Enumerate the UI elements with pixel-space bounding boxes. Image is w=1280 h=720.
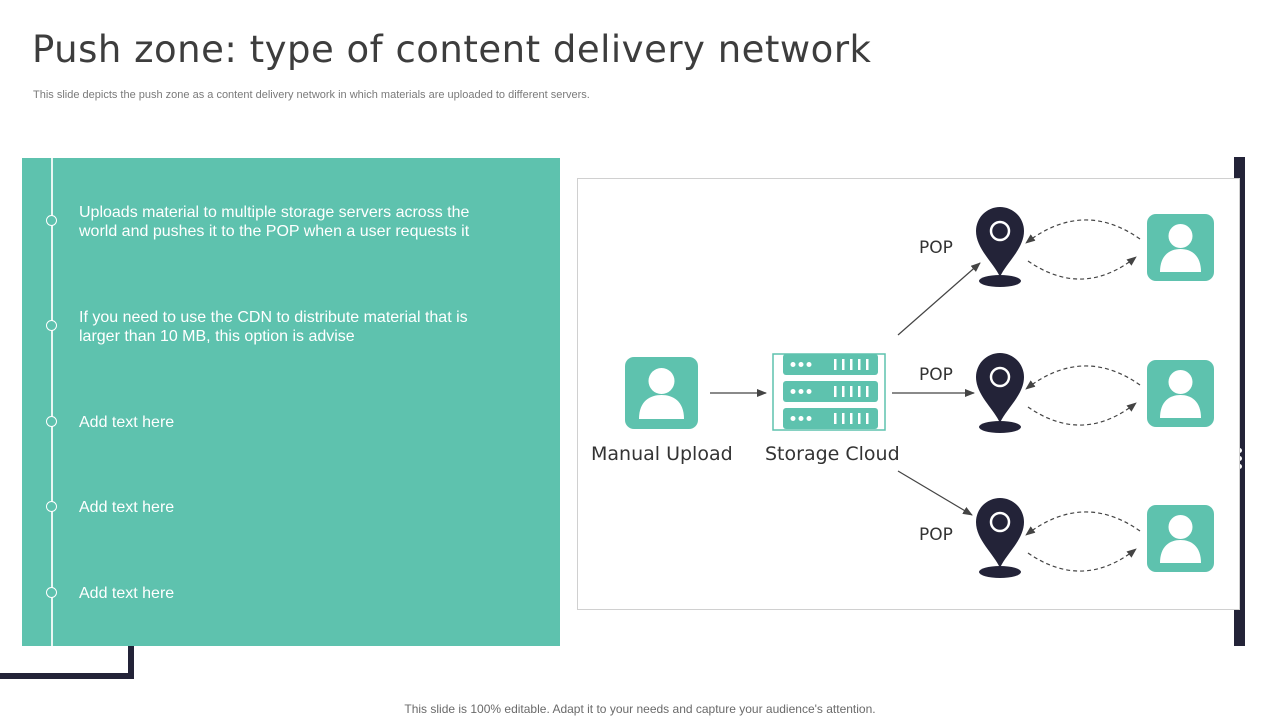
- timeline-line: [51, 158, 53, 646]
- pop-label: POP: [919, 525, 953, 545]
- server-stack-icon: [772, 353, 886, 431]
- timeline-text: Add text here: [79, 585, 175, 602]
- user-icon: [1147, 214, 1214, 281]
- dashed-arc-response-2: [1027, 402, 1137, 426]
- arrow-storage-to-pop-3: [897, 470, 973, 516]
- slide-title: Push zone: type of content delivery netw…: [32, 28, 872, 71]
- timeline-dot: [46, 501, 57, 512]
- timeline-text: Add text here: [79, 414, 175, 431]
- user-icon: [625, 357, 698, 429]
- diagram-connectors: [625, 207, 1214, 578]
- location-pin-icon: [976, 207, 1024, 287]
- timeline-text: Uploads material to multiple storage ser…: [79, 204, 470, 240]
- location-pin-icon: [976, 498, 1024, 578]
- timeline-text: If you need to use the CDN to distribute…: [79, 309, 468, 345]
- timeline-dot: [46, 215, 57, 226]
- timeline-dot: [46, 416, 57, 427]
- storage-cloud-label: Storage Cloud: [765, 443, 900, 465]
- timeline-dot: [46, 587, 57, 598]
- dashed-arc-request-1: [1025, 219, 1141, 244]
- location-pin-icon: [976, 353, 1024, 433]
- dashed-arc-response-1: [1027, 256, 1137, 280]
- dashed-arc-request-3: [1025, 511, 1141, 536]
- pop-label: POP: [919, 238, 953, 258]
- user-icon: [1147, 360, 1214, 427]
- timeline-text: Add text here: [79, 499, 175, 516]
- timeline-panel: Uploads material to multiple storage ser…: [22, 158, 560, 646]
- dashed-arc-request-2: [1025, 365, 1141, 390]
- arrow-storage-to-pop-1: [897, 262, 981, 336]
- pop-label: POP: [919, 365, 953, 385]
- timeline-dot: [46, 320, 57, 331]
- dashed-arc-response-3: [1027, 548, 1137, 572]
- slide-footer: This slide is 100% editable. Adapt it to…: [404, 702, 876, 716]
- cdn-diagram: Manual Upload Storage Cloud POP POP POP: [577, 178, 1240, 610]
- user-icon: [1147, 505, 1214, 572]
- slide-subtitle: This slide depicts the push zone as a co…: [33, 89, 590, 101]
- manual-upload-label: Manual Upload: [591, 443, 733, 465]
